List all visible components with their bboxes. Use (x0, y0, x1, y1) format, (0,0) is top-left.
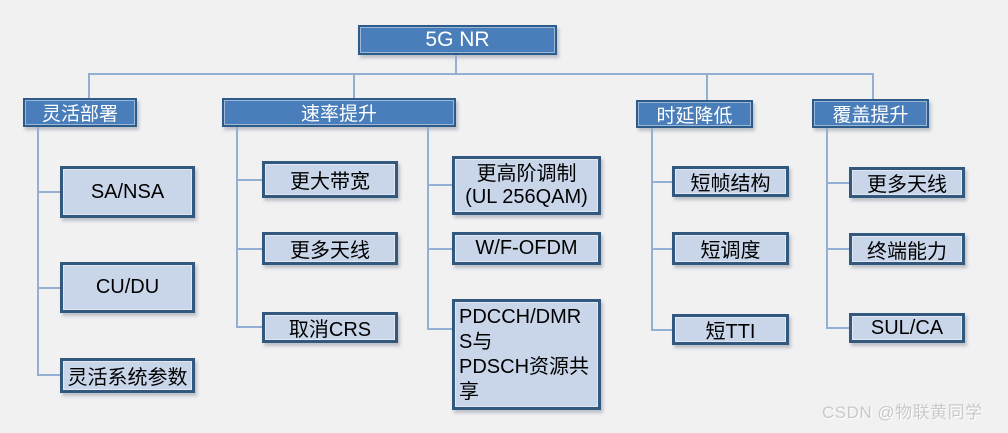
node-short-tti: 短TTI (672, 314, 789, 345)
connector-branch2-right-stub-2 (427, 248, 452, 250)
node-larger-bandwidth: 更大带宽 (262, 161, 398, 198)
connector-branch3-stub-1 (651, 181, 672, 183)
connector-root-riser (455, 55, 457, 74)
connector-drop-latency-reduction (706, 73, 708, 100)
branch-header-rate-improvement: 速率提升 (222, 98, 456, 127)
connector-branch3-stub-3 (651, 329, 672, 331)
connector-branch1-stub-2 (37, 287, 60, 289)
connector-branch3-vertical (651, 128, 653, 331)
node-terminal-capability: 终端能力 (849, 233, 965, 265)
node-cancel-crs: 取消CRS (262, 312, 398, 343)
connector-branch1-stub-3 (37, 374, 60, 376)
connector-branch2-left-stub-2 (236, 248, 262, 250)
connector-branch4-stub-3 (826, 327, 849, 329)
branch-header-latency-reduction: 时延降低 (636, 100, 753, 128)
connector-branch3-stub-2 (651, 248, 672, 250)
connector-drop-flexible-deployment (88, 73, 90, 98)
node-higher-order-modulation: 更高阶调制 (UL 256QAM) (452, 156, 601, 215)
node-more-antennas-coverage: 更多天线 (849, 167, 965, 198)
node-sul-ca: SUL/CA (849, 313, 965, 343)
connector-branch4-vertical (826, 128, 828, 329)
connector-branch1-vertical (37, 127, 39, 376)
connector-top-horizontal (88, 73, 874, 75)
connector-branch2-right-stub-3 (427, 328, 452, 330)
connector-branch2-right-vertical (427, 127, 429, 330)
node-short-frame-structure: 短帧结构 (672, 166, 789, 197)
node-wf-ofdm: W/F-OFDM (452, 232, 601, 265)
connector-drop-rate-improvement (353, 73, 355, 98)
connector-branch4-stub-1 (826, 182, 849, 184)
branch-header-flexible-deployment: 灵活部署 (23, 98, 137, 127)
connector-branch2-left-stub-1 (236, 179, 262, 181)
node-more-antennas: 更多天线 (262, 232, 398, 265)
connector-branch4-stub-2 (826, 248, 849, 250)
branch-header-coverage-improvement: 覆盖提升 (812, 99, 929, 128)
node-flexible-system-parameters: 灵活系统参数 (60, 358, 195, 393)
connector-branch1-stub-1 (37, 191, 60, 193)
watermark: CSDN @物联黄同学 (822, 403, 983, 422)
connector-branch2-left-vertical (236, 127, 238, 328)
connector-branch2-right-stub-1 (427, 184, 452, 186)
node-pdcch-dmrs-pdsch-resource-sharing: PDCCH/DMRS与 PDSCH资源共享 (452, 299, 601, 410)
node-short-scheduling: 短调度 (672, 232, 789, 265)
node-sa-nsa: SA/NSA (60, 166, 195, 218)
connector-drop-coverage-improvement (872, 73, 874, 99)
node-cu-du: CU/DU (60, 262, 195, 313)
connector-branch2-left-stub-3 (236, 326, 262, 328)
root-node-5g-nr: 5G NR (358, 25, 557, 55)
